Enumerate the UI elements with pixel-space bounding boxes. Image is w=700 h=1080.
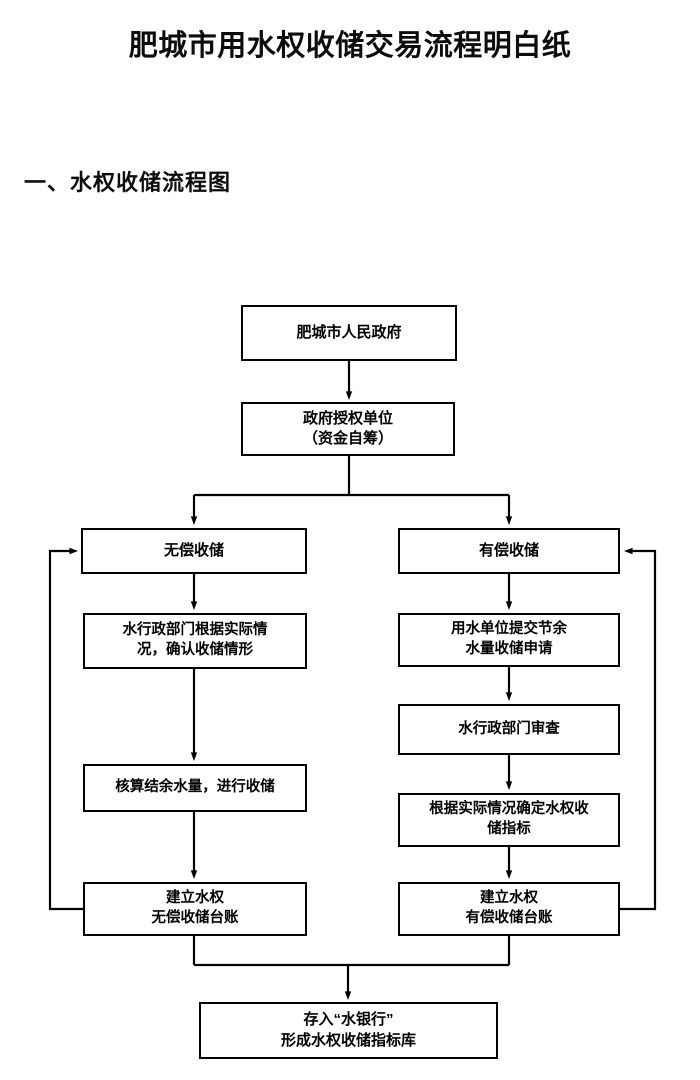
edge-feedback-paid-ledger-to-paid-store bbox=[620, 547, 657, 911]
node-free-acquisition[interactable]: 无偿收储 bbox=[81, 528, 307, 574]
node-water-authority-review[interactable]: 水行政部门审查 bbox=[398, 704, 620, 755]
node-government-authorized-unit[interactable]: 政府授权单位 （资金自筹） bbox=[241, 402, 455, 456]
node-water-user-submits-application[interactable]: 用水单位提交节余 水量收储申请 bbox=[398, 613, 620, 667]
node-calculate-surplus-and-acquire[interactable]: 核算结余水量，进行收储 bbox=[83, 764, 307, 812]
node-paid-acquisition[interactable]: 有偿收储 bbox=[398, 528, 620, 574]
node-paid-acquisition-ledger[interactable]: 建立水权 有偿收储台账 bbox=[398, 882, 620, 936]
edge-feedback-free-ledger-to-free-store bbox=[48, 547, 83, 911]
node-free-acquisition-ledger[interactable]: 建立水权 无偿收储台账 bbox=[83, 882, 307, 936]
node-water-authority-confirms-situation[interactable]: 水行政部门根据实际情 况，确认收储情形 bbox=[83, 613, 307, 669]
page-title: 肥城市用水权收储交易流程明白纸 bbox=[128, 30, 572, 62]
node-water-bank-quota-pool[interactable]: 存入“水银行” 形成水权收储指标库 bbox=[199, 1002, 498, 1059]
node-municipal-government[interactable]: 肥城市人民政府 bbox=[241, 305, 457, 361]
node-determine-acquisition-quota[interactable]: 根据实际情况确定水权收 储指标 bbox=[398, 793, 620, 847]
section-heading: 一、水权收储流程图 bbox=[24, 170, 232, 195]
